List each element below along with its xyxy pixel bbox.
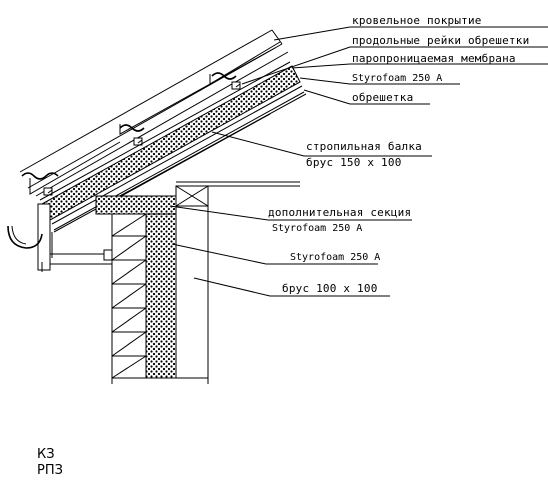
wall-top	[95, 181, 300, 215]
footer-code-line-1: КЗ	[37, 447, 55, 462]
label-rafter-size: брус 150 x 100	[306, 156, 402, 169]
wall-section	[111, 205, 209, 384]
footer-code-line-2: РПЗ	[37, 463, 63, 478]
label-battens: продольные рейки обрешетки	[352, 34, 529, 47]
label-beam-size: брус 100 x 100	[282, 282, 378, 295]
leader-lines	[169, 26, 548, 297]
label-styrofoam-roof: Styrofoam 250 A	[352, 73, 442, 84]
label-membrane: паропроницаемая мембрана	[352, 52, 516, 65]
label-lathing: обрешетка	[352, 91, 413, 104]
label-extra-section: дополнительная секция	[268, 206, 411, 219]
label-rafter: стропильная балка	[306, 140, 422, 153]
roof-tiles	[19, 29, 289, 197]
label-styrofoam-wall: Styrofoam 250 A	[290, 252, 380, 263]
label-roof-covering: кровельное покрытие	[352, 14, 482, 27]
label-styrofoam-section: Styrofoam 250 A	[272, 223, 362, 234]
battens	[43, 81, 241, 196]
